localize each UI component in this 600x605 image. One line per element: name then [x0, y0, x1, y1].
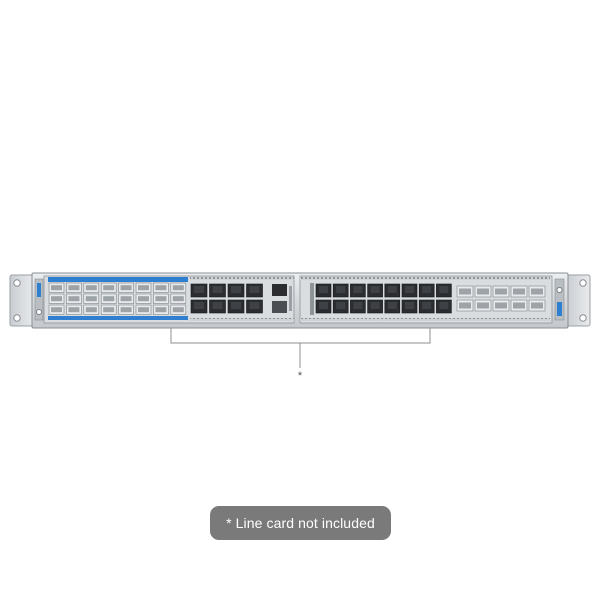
rj45-port-socket — [249, 286, 260, 293]
sfp-port-cage — [51, 307, 62, 313]
management-ports — [272, 284, 292, 313]
sfp-port-cage — [120, 307, 132, 313]
left-status-label — [37, 283, 41, 297]
rj45-port-socket — [231, 302, 241, 309]
sfp-port-cage — [155, 307, 167, 313]
module-divider — [289, 286, 292, 311]
rj45-port-socket — [212, 302, 223, 309]
rj45-port-socket — [405, 286, 414, 293]
rj45-port-socket — [387, 302, 397, 309]
rj45-port-block-left — [190, 283, 263, 314]
vent-strip-left — [190, 277, 294, 280]
sfp-port-cage — [138, 296, 149, 302]
sfp-port-cage — [85, 296, 97, 302]
vent-strip-left-bottom — [190, 318, 294, 321]
sfp-port-cage — [459, 288, 471, 295]
sfp-port-cage — [459, 302, 471, 309]
rj45-port-socket — [319, 286, 328, 293]
rj45-port-socket — [194, 286, 204, 293]
sfp-port-cage — [495, 288, 507, 295]
sfp-port-cage — [172, 285, 184, 291]
rj45-port-socket — [422, 286, 432, 293]
left-screw — [36, 309, 42, 315]
management-port — [272, 284, 287, 296]
left-latch — [34, 278, 44, 321]
sfp-port-cage — [51, 296, 62, 302]
sfp-label-strip-top — [48, 277, 188, 282]
console-port — [272, 301, 287, 313]
sfp-port-cage — [495, 302, 507, 309]
rj45-port-socket — [212, 286, 223, 293]
sfp-port-cage — [513, 288, 525, 295]
rj45-port-socket — [422, 302, 432, 309]
rj45-port-socket — [336, 286, 346, 293]
sfp-port-cage — [513, 302, 525, 309]
line-card-bracket — [170, 328, 431, 368]
rj45-port-socket — [439, 286, 449, 293]
sfp-port-cage — [103, 296, 115, 302]
right-status-label — [557, 302, 562, 316]
sfp-port-cage — [85, 285, 97, 291]
sfp-port-cage — [68, 296, 80, 302]
right-module — [299, 275, 553, 324]
rj45-port-socket — [249, 302, 260, 309]
sfp-port-cage — [477, 288, 489, 295]
left-rack-ear — [9, 274, 35, 327]
rj45-port-socket — [336, 302, 346, 309]
sfp-port-cage — [138, 285, 149, 291]
callout-asterisk: * — [298, 370, 303, 382]
rj45-port-socket — [353, 286, 363, 293]
sfp-port-cage — [531, 302, 543, 309]
sfp-port-cage — [155, 285, 167, 291]
rj45-port-socket — [319, 302, 328, 309]
vent-strip-right-bottom — [300, 318, 550, 321]
sfp-port-block — [48, 277, 188, 320]
sfp-port-cage — [138, 307, 149, 313]
line-card-handle — [310, 283, 314, 315]
sfp-port-cage — [120, 296, 132, 302]
rj45-port-socket — [405, 302, 414, 309]
sfp-port-cage — [477, 302, 489, 309]
sfp-port-cage — [68, 307, 80, 313]
sfp-port-cage — [103, 307, 115, 313]
sfp-port-cage — [172, 307, 184, 313]
sfp-port-cage — [85, 307, 97, 313]
sfp-port-cage — [68, 285, 80, 291]
vent-strip-right — [300, 277, 550, 280]
sfp-port-cage — [51, 285, 62, 291]
sfp-port-cage — [120, 285, 132, 291]
rj45-port-socket — [439, 302, 449, 309]
sfp-port-block-right — [310, 283, 546, 315]
rj45-port-socket — [370, 286, 380, 293]
rj45-port-block-right — [315, 283, 452, 314]
right-screw — [556, 286, 563, 294]
rj45-port-socket — [387, 286, 397, 293]
sfp-label-strip-bottom — [48, 316, 188, 320]
rj45-port-socket — [370, 302, 380, 309]
rj45-port-socket — [353, 302, 363, 309]
rj45-port-socket — [194, 302, 204, 309]
sfp-port-cage — [103, 285, 115, 291]
right-latch — [554, 278, 565, 321]
rj45-port-socket — [231, 286, 241, 293]
right-rack-ear — [565, 274, 591, 327]
sfp-port-cage — [531, 288, 543, 295]
line-card-note: * Line card not included — [210, 506, 391, 540]
sfp-port-cage — [155, 296, 167, 302]
sfp-port-cage — [172, 296, 184, 302]
